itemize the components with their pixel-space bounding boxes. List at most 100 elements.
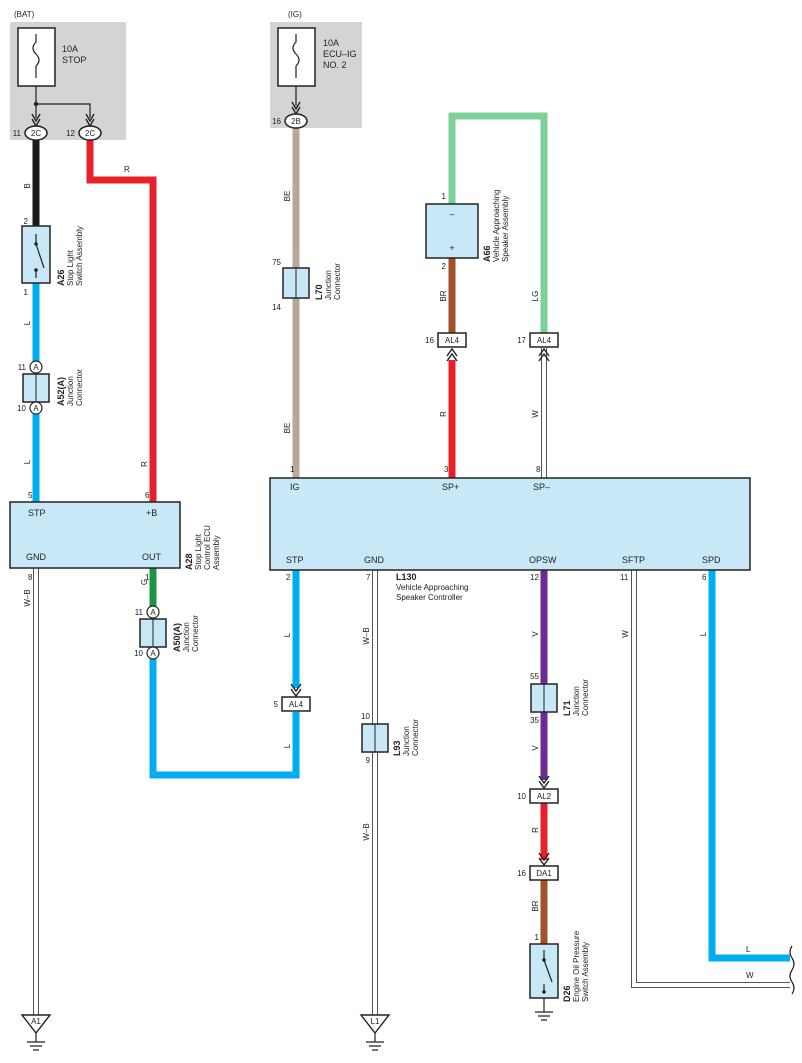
svg-text:55: 55 bbox=[530, 672, 539, 681]
svg-text:L: L bbox=[283, 632, 292, 637]
svg-text:V: V bbox=[531, 745, 540, 751]
svg-text:L1: L1 bbox=[371, 1017, 380, 1026]
ig-fuse-amp: 10A bbox=[323, 38, 339, 48]
a66-code: A66 bbox=[482, 245, 492, 262]
svg-text:W–B: W–B bbox=[362, 627, 371, 644]
svg-text:B: B bbox=[23, 183, 32, 188]
svg-text:10: 10 bbox=[517, 792, 526, 801]
svg-text:Connector: Connector bbox=[581, 679, 590, 716]
svg-text:Stop Light: Stop Light bbox=[66, 249, 75, 286]
svg-text:12: 12 bbox=[530, 573, 539, 582]
svg-text:W: W bbox=[531, 410, 540, 418]
svg-text:A: A bbox=[33, 363, 39, 372]
svg-text:Speaker Assembly: Speaker Assembly bbox=[501, 196, 510, 262]
svg-text:2C: 2C bbox=[85, 129, 95, 138]
break-mark bbox=[789, 945, 795, 995]
svg-text:Assembly: Assembly bbox=[212, 535, 221, 570]
svg-text:W–B: W–B bbox=[362, 823, 371, 840]
svg-text:DA1: DA1 bbox=[536, 869, 552, 878]
svg-text:GND: GND bbox=[26, 552, 47, 562]
terminal-11-2c bbox=[24, 125, 48, 141]
svg-text:STP: STP bbox=[28, 508, 46, 518]
svg-text:11: 11 bbox=[135, 608, 144, 617]
wire-lg bbox=[448, 112, 548, 333]
ground-icon bbox=[535, 998, 553, 1021]
svg-text:Control ECU: Control ECU bbox=[203, 525, 212, 570]
svg-text:R: R bbox=[140, 461, 149, 467]
svg-text:OUT: OUT bbox=[142, 552, 162, 562]
ground-icon bbox=[27, 1033, 45, 1051]
l70-code: L70 bbox=[314, 284, 324, 300]
svg-text:G: G bbox=[140, 579, 149, 585]
svg-text:Junction: Junction bbox=[324, 270, 333, 300]
svg-text:8: 8 bbox=[28, 573, 33, 582]
connector-al2 bbox=[529, 788, 559, 804]
svg-text:7: 7 bbox=[366, 573, 371, 582]
d26-code: D26 bbox=[562, 985, 572, 1002]
svg-text:2B: 2B bbox=[291, 117, 301, 126]
svg-text:OPSW: OPSW bbox=[529, 555, 557, 565]
svg-text:+B: +B bbox=[146, 508, 157, 518]
svg-text:L: L bbox=[23, 320, 32, 325]
svg-text:5: 5 bbox=[28, 491, 33, 500]
svg-text:–: – bbox=[449, 209, 454, 219]
svg-text:Stop Light: Stop Light bbox=[194, 533, 203, 570]
svg-text:A: A bbox=[150, 608, 156, 617]
wire-l bbox=[708, 570, 790, 962]
svg-text:2C: 2C bbox=[31, 129, 41, 138]
l130-code: L130 bbox=[396, 572, 417, 582]
svg-text:Connector: Connector bbox=[333, 263, 342, 300]
svg-text:Junction: Junction bbox=[402, 726, 411, 756]
svg-text:3: 3 bbox=[444, 465, 449, 474]
svg-text:Junction: Junction bbox=[66, 376, 75, 406]
ground-a1 bbox=[20, 1014, 52, 1035]
svg-text:LG: LG bbox=[531, 291, 540, 302]
svg-text:16: 16 bbox=[425, 336, 434, 345]
svg-text:9: 9 bbox=[366, 756, 371, 765]
svg-text:Vehicle Approaching: Vehicle Approaching bbox=[492, 190, 501, 263]
svg-text:Junction: Junction bbox=[182, 622, 191, 652]
svg-text:W: W bbox=[621, 630, 630, 638]
svg-text:2: 2 bbox=[286, 573, 291, 582]
svg-text:L: L bbox=[23, 459, 32, 464]
svg-text:6: 6 bbox=[145, 491, 150, 500]
wire-r bbox=[86, 140, 157, 502]
svg-text:5: 5 bbox=[274, 700, 279, 709]
svg-text:R: R bbox=[439, 411, 448, 417]
svg-text:8: 8 bbox=[536, 465, 541, 474]
svg-text:17: 17 bbox=[517, 336, 526, 345]
svg-text:+: + bbox=[449, 243, 454, 253]
svg-text:Connector: Connector bbox=[191, 615, 200, 652]
svg-text:75: 75 bbox=[272, 258, 281, 267]
svg-text:10: 10 bbox=[361, 712, 370, 721]
svg-text:L: L bbox=[283, 743, 292, 748]
svg-text:GND: GND bbox=[364, 555, 385, 565]
bat-label: (BAT) bbox=[14, 10, 35, 19]
svg-text:AL2: AL2 bbox=[537, 792, 552, 801]
stop-fuse-name: STOP bbox=[62, 55, 86, 65]
svg-text:R: R bbox=[531, 827, 540, 833]
l71-code: L71 bbox=[562, 700, 572, 716]
fuse-icon bbox=[32, 34, 40, 78]
wire-l bbox=[149, 656, 300, 779]
svg-text:BE: BE bbox=[283, 191, 292, 202]
svg-text:SPD: SPD bbox=[702, 555, 721, 565]
svg-text:Switch Assembly: Switch Assembly bbox=[581, 942, 590, 1002]
svg-text:IG: IG bbox=[290, 482, 300, 492]
svg-text:BR: BR bbox=[531, 900, 540, 911]
connector-al4 bbox=[281, 696, 311, 712]
svg-text:10: 10 bbox=[17, 404, 26, 413]
svg-text:W–B: W–B bbox=[23, 589, 32, 606]
terminal-12-2c bbox=[78, 125, 102, 141]
svg-text:Connector: Connector bbox=[75, 369, 84, 406]
l130-controller bbox=[269, 477, 751, 571]
svg-text:STP: STP bbox=[286, 555, 304, 565]
svg-text:SFTP: SFTP bbox=[622, 555, 645, 565]
svg-text:BR: BR bbox=[439, 290, 448, 301]
connector-da1 bbox=[529, 865, 559, 881]
svg-text:SP+: SP+ bbox=[442, 482, 459, 492]
svg-text:1: 1 bbox=[535, 933, 540, 942]
a66-speaker bbox=[425, 203, 479, 259]
svg-text:16: 16 bbox=[517, 869, 526, 878]
svg-text:1: 1 bbox=[442, 192, 447, 201]
